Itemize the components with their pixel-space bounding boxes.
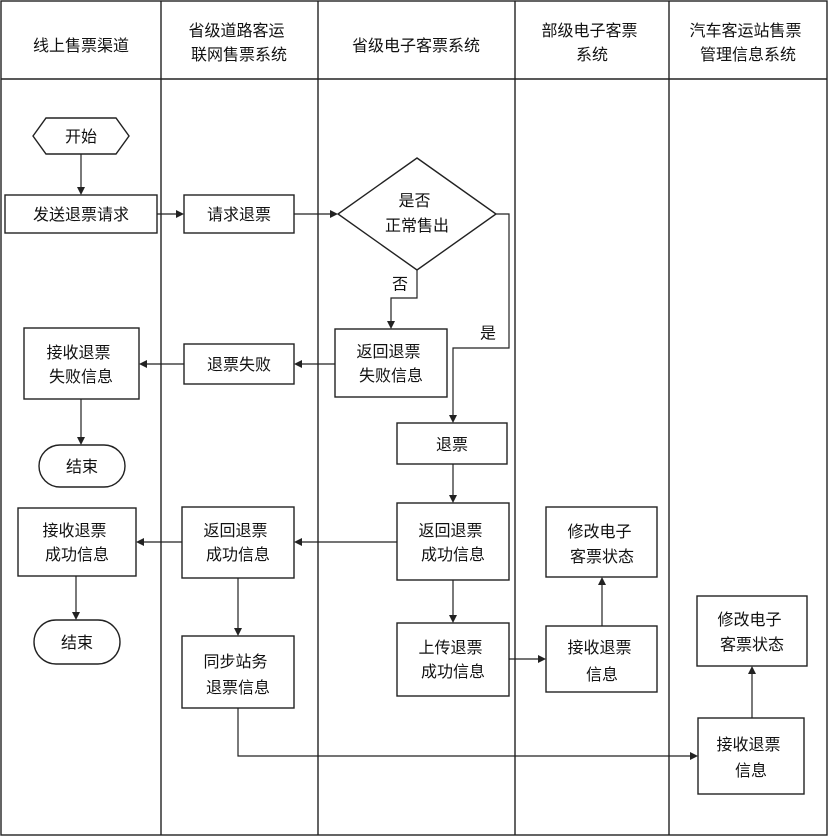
edge-decision-no — [390, 270, 418, 322]
arrowhead — [330, 210, 338, 218]
station-receive-box: 接收退票 信息 — [697, 717, 805, 795]
station-modify-box: 修改电子 客票状态 — [696, 595, 808, 667]
sync-station-info-box: 同步站务 退票信息 — [181, 635, 295, 709]
arrowhead — [77, 187, 85, 195]
svg-text:接收退票 信息: 接收退票 信息 — [567, 638, 636, 684]
svg-text:结束: 结束 — [61, 633, 93, 652]
refund-box: 退票 — [396, 422, 508, 465]
arrowhead — [139, 360, 147, 368]
svg-text:退票失败: 退票失败 — [207, 355, 271, 374]
lane-headers: 线上售票渠道 省级道路客运 联网售票系统 省级电子客票系统 部级电子客票 系统 … — [33, 21, 806, 64]
upload-success-info-box: 上传退票 成功信息 — [396, 622, 510, 697]
svg-text:结束: 结束 — [66, 457, 98, 476]
edge-label-no: 否 — [392, 275, 408, 294]
svg-text:同步站务 退票信息: 同步站务 退票信息 — [203, 652, 272, 697]
edge-label-yes: 是 — [480, 324, 496, 343]
lane-header-station: 汽车客运站售票 管理信息系统 — [689, 21, 806, 64]
lane-header-province-net: 省级道路客运 联网售票系统 — [188, 21, 289, 64]
svg-text:返回退票 成功信息: 返回退票 成功信息 — [203, 521, 272, 564]
svg-text:是否 正常售出: 是否 正常售出 — [385, 191, 449, 235]
request-refund-box: 请求退票 — [183, 194, 295, 234]
svg-text:返回退票 成功信息: 返回退票 成功信息 — [418, 521, 487, 564]
edge-sync-to-station — [237, 708, 691, 757]
arrowhead — [234, 628, 242, 636]
send-refund-request-box: 发送退票请求 — [4, 194, 158, 234]
arrowhead — [449, 495, 457, 503]
svg-text:请求退票: 请求退票 — [207, 205, 271, 224]
arrowhead — [538, 655, 546, 663]
arrowhead — [748, 666, 756, 674]
end-fail-terminal: 结束 — [38, 444, 126, 488]
svg-text:修改电子 客票状态: 修改电子 客票状态 — [567, 522, 636, 566]
arrowhead — [387, 321, 395, 329]
return-fail-info-box: 返回退票 失败信息 — [334, 328, 448, 398]
arrowhead — [294, 360, 302, 368]
return-success-net-box: 返回退票 成功信息 — [181, 506, 295, 579]
arrowhead — [690, 752, 698, 760]
svg-text:接收退票 失败信息: 接收退票 失败信息 — [46, 343, 115, 386]
svg-text:接收退票 信息: 接收退票 信息 — [716, 735, 785, 780]
lane-header-province-e: 省级电子客票系统 — [352, 36, 480, 55]
svg-text:发送退票请求: 发送退票请求 — [33, 205, 129, 224]
arrowhead — [136, 538, 144, 546]
svg-text:上传退票 成功信息: 上传退票 成功信息 — [418, 638, 487, 681]
ministry-modify-box: 修改电子 客票状态 — [545, 506, 658, 578]
sold-normally-decision: 是否 正常售出 — [336, 157, 498, 271]
svg-text:退票: 退票 — [436, 435, 468, 454]
end-success-terminal: 结束 — [33, 619, 121, 665]
ministry-receive-box: 接收退票 信息 — [545, 625, 658, 693]
arrowhead — [77, 437, 85, 445]
receive-fail-info-box: 接收退票 失败信息 — [23, 327, 140, 400]
connectors — [72, 154, 756, 760]
arrowhead — [449, 615, 457, 623]
svg-text:返回退票 失败信息: 返回退票 失败信息 — [356, 342, 425, 385]
arrowhead — [294, 538, 302, 546]
svg-text:开始: 开始 — [65, 127, 97, 146]
lane-header-ministry-e: 部级电子客票 系统 — [541, 21, 642, 64]
lane-header-online: 线上售票渠道 — [33, 36, 129, 55]
arrowhead — [176, 210, 184, 218]
return-success-prov-box: 返回退票 成功信息 — [396, 502, 510, 581]
edge-decision-yes — [452, 213, 510, 416]
nodes: 开始 发送退票请求 请求退票 是否 正常售出 返回退票 失败信息 — [4, 117, 808, 795]
receive-success-info-box: 接收退票 成功信息 — [17, 507, 137, 577]
start-node: 开始 — [32, 117, 130, 155]
arrowhead — [449, 415, 457, 423]
arrowhead — [598, 577, 606, 585]
arrowhead — [72, 612, 80, 620]
svg-text:接收退票 成功信息: 接收退票 成功信息 — [42, 521, 111, 564]
refund-fail-box: 退票失败 — [183, 343, 295, 385]
svg-text:修改电子 客票状态: 修改电子 客票状态 — [717, 610, 786, 654]
